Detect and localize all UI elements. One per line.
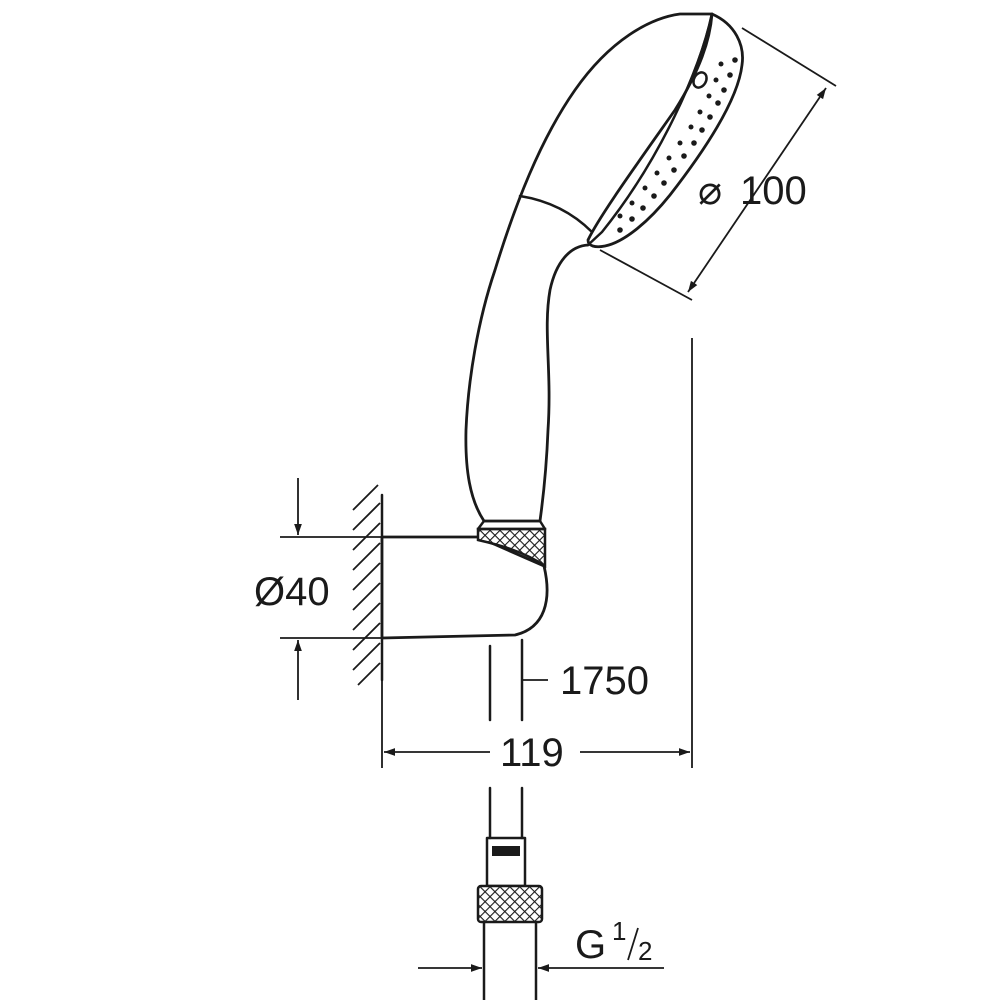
head-face-edge [586, 12, 714, 247]
thread-numerator: 1 [612, 916, 626, 946]
hose-connector [476, 786, 544, 1000]
dim-projection: 119 [381, 338, 693, 775]
head-diameter-label: 100 [740, 169, 807, 213]
wall-holder [380, 519, 549, 640]
projection-label: 119 [500, 731, 564, 775]
connector-sleeve [485, 836, 527, 888]
dim-thread: G 1 2 [418, 916, 664, 972]
thread-denominator: 2 [638, 936, 652, 966]
hose-length-label: 1750 [560, 659, 649, 703]
thread-label: G [575, 923, 606, 967]
diameter-symbol: ⌀ [698, 169, 722, 213]
hose-upper [488, 638, 524, 722]
handshower-handle [464, 12, 714, 523]
brand-mark [492, 846, 520, 856]
handshower [464, 12, 744, 523]
holder-knurled-ring [476, 527, 547, 569]
head-button [692, 71, 708, 89]
dim-holder-diameter: Ø40 [254, 478, 382, 700]
thread-fraction-slash [627, 927, 639, 961]
dim-head-diameter: ⌀ 100 [599, 27, 837, 301]
handle-seam [518, 194, 594, 234]
dim-hose-length: 1750 [522, 659, 649, 703]
wall-hatching [352, 484, 381, 686]
holder-diameter-label: Ø40 [254, 570, 330, 614]
connector-nut [476, 884, 544, 924]
wall [352, 484, 384, 686]
